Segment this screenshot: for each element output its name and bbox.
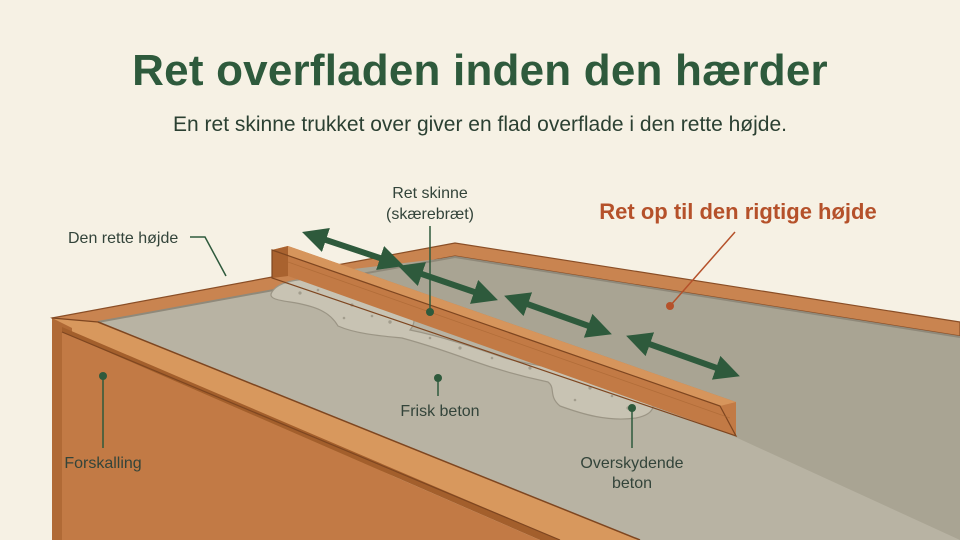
label-ret-skinne: Ret skinne: [392, 185, 468, 202]
label-ret-op: Ret op til den rigtige højde: [599, 199, 876, 224]
marker-dot: [628, 404, 636, 412]
marker-dot: [434, 374, 442, 382]
leader-rette-hojde: [190, 236, 227, 277]
movement-arrow: [398, 262, 498, 304]
page-title: Ret overfladen inden den hærder: [132, 46, 828, 95]
marker-dot: [426, 308, 434, 316]
movement-arrow: [302, 228, 404, 270]
label-overskydende: Overskydende: [580, 455, 683, 472]
label-forskalling: Forskalling: [64, 455, 141, 472]
label-overskydende-beton: beton: [612, 475, 652, 492]
page-subtitle: En ret skinne trukket over giver en flad…: [173, 113, 787, 136]
label-rette-hojde: Den rette højde: [68, 230, 178, 247]
movement-arrow: [626, 332, 740, 380]
label-frisk-beton: Frisk beton: [400, 403, 479, 420]
leader-ret-op: [669, 231, 736, 307]
label-skaerebraet: (skærebræt): [386, 206, 474, 223]
formwork-front-board: [51, 317, 641, 540]
marker-dot-red: [666, 302, 674, 310]
marker-dot: [99, 372, 107, 380]
movement-arrows: [302, 228, 740, 380]
movement-arrow: [504, 292, 612, 338]
screed-board: [271, 246, 738, 438]
